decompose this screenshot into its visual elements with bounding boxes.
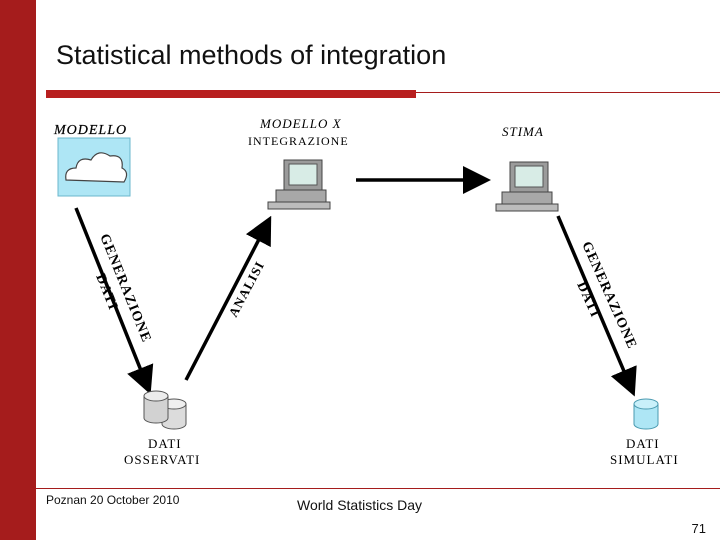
footer-event: World Statistics Day bbox=[297, 497, 422, 513]
arrow-modello-to-dati-osservati bbox=[74, 207, 154, 395]
footer-divider bbox=[36, 488, 720, 489]
computer-icon bbox=[267, 159, 331, 210]
node-label-dati-osservati-2: OSSERVATI bbox=[124, 452, 200, 467]
node-label-stima: STIMA bbox=[502, 124, 544, 139]
left-accent-bar bbox=[0, 0, 36, 540]
node-label-modello: MODELLO bbox=[53, 123, 127, 138]
arrow-stima-to-dati-simulati bbox=[556, 215, 637, 397]
node-label-modello-integrazione-1: MODELLO X bbox=[259, 116, 342, 131]
page-number: 71 bbox=[691, 521, 706, 536]
node-label-dati-osservati-1: DATI bbox=[148, 436, 182, 451]
node-label-dati-simulati-1: DATI bbox=[626, 436, 660, 451]
slide-title: Statistical methods of integration bbox=[56, 40, 447, 70]
database-icon bbox=[143, 390, 187, 430]
computer-icon bbox=[495, 161, 559, 212]
footer-date: Poznan 20 October 2010 bbox=[46, 493, 180, 507]
title-underline-accent bbox=[46, 90, 416, 98]
node-label-dati-simulati-2: SIMULATI bbox=[610, 452, 679, 467]
node-label-modello-integrazione-2: INTEGRAZIONE bbox=[248, 134, 349, 148]
integration-diagram: MODELLO MODELLO X INTEGRAZIONE STIMA GEN… bbox=[53, 116, 679, 467]
arrow-dati-osservati-to-integrazione bbox=[184, 215, 272, 381]
database-icon bbox=[633, 398, 659, 430]
modello-cloud-icon bbox=[57, 137, 131, 197]
